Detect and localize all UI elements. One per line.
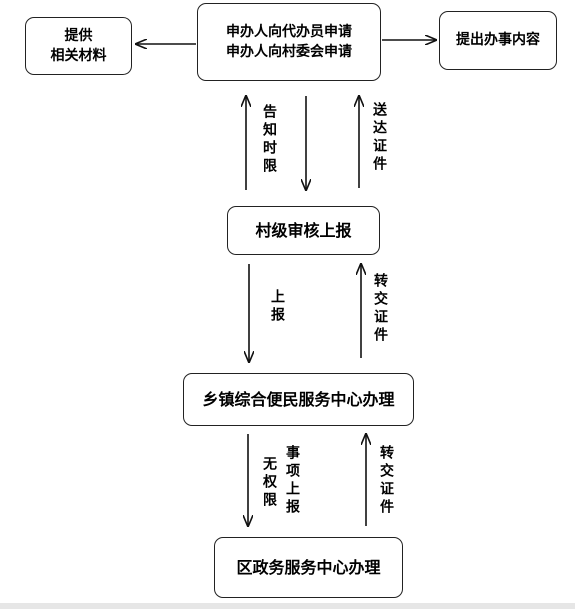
label-no-authority: 无权限 — [261, 456, 277, 510]
provide-materials-line-1: 提供 — [64, 27, 93, 44]
district-center-text: 区政务服务中心办理 — [236, 557, 381, 577]
provide-materials-box: 提供 相关材料 — [25, 17, 132, 75]
submit-content-text: 提出办事内容 — [456, 32, 540, 49]
village-review-box: 村级审核上报 — [227, 206, 380, 255]
applicant-line-1: 申办人向代办员申请 — [226, 23, 352, 40]
village-review-text: 村级审核上报 — [255, 220, 352, 240]
applicant-box: 申办人向代办员申请 申办人向村委会申请 — [197, 3, 381, 81]
district-center-box: 区政务服务中心办理 — [214, 537, 403, 598]
label-transfer-certificate-1: 转交证件 — [372, 273, 388, 345]
label-transfer-certificate-2: 转交证件 — [378, 445, 394, 517]
township-center-box: 乡镇综合便民服务中心办理 — [183, 373, 414, 426]
label-notify-deadline: 告知时限 — [261, 104, 277, 176]
label-matter-report: 事项上报 — [284, 445, 300, 517]
township-center-text: 乡镇综合便民服务中心办理 — [202, 389, 395, 409]
provide-materials-line-2: 相关材料 — [50, 48, 107, 64]
window-bottom-edge — [0, 603, 575, 609]
applicant-line-2: 申办人向村委会申请 — [226, 44, 352, 60]
label-deliver-certificate: 送达证件 — [371, 102, 387, 174]
submit-content-box: 提出办事内容 — [439, 11, 557, 70]
label-report-up: 上报 — [269, 289, 285, 325]
